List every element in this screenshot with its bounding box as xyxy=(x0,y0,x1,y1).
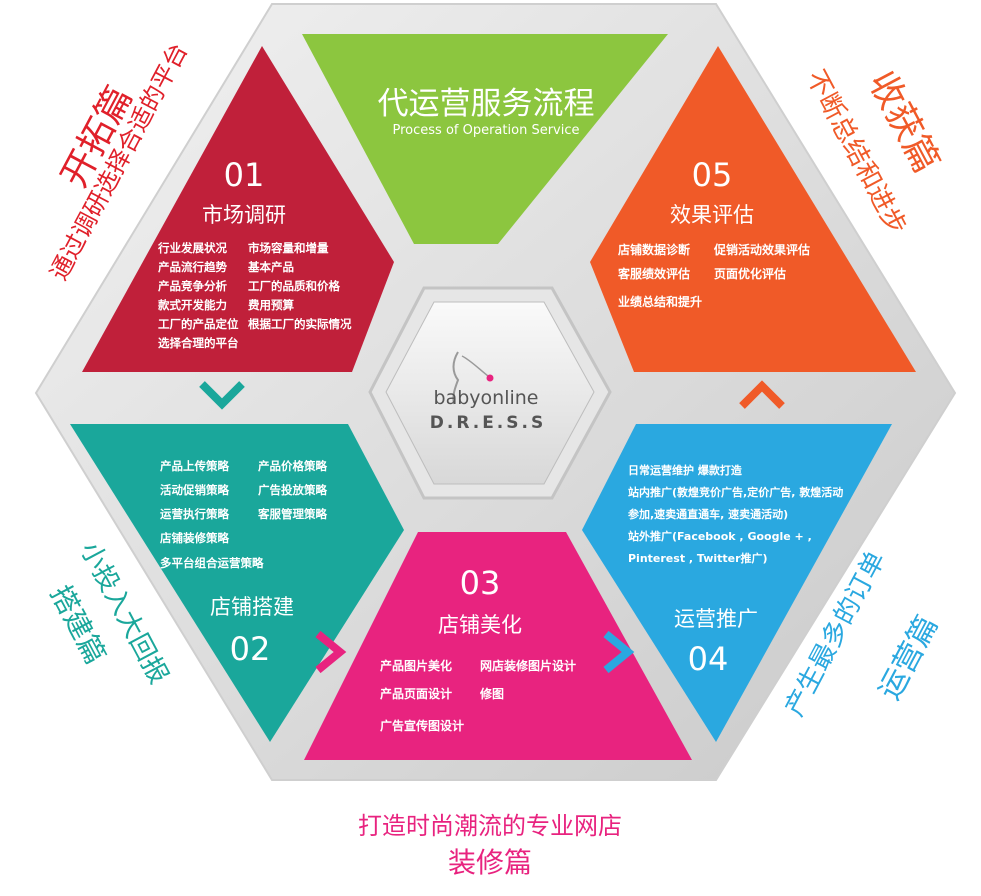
list-item: 工厂的产品定位 xyxy=(158,317,239,331)
section-02-title: 店铺搭建 xyxy=(210,595,294,619)
list-item: 日常运营维护 爆款打造 xyxy=(628,463,743,477)
list-item: 款式开发能力 xyxy=(158,298,227,312)
list-item: 广告宣传图设计 xyxy=(380,718,464,733)
section-02-number: 02 xyxy=(230,630,271,668)
title-cn: 代运营服务流程 xyxy=(378,86,595,122)
section-02-list: 产品上传策略 产品价格策略 活动促销策略 广告投放策略 运营执行策略 客服管理策… xyxy=(160,459,327,570)
list-item: 工厂的品质和价格 xyxy=(248,279,340,293)
list-item: 促销活动效果评估 xyxy=(713,242,810,257)
dress-logo-figure xyxy=(452,351,494,405)
list-item: 活动促销策略 xyxy=(160,483,229,497)
section-01-list-right: 市场容量和增量 基本产品 工厂的品质和价格 费用预算 根据工厂的实际情况 xyxy=(247,241,352,331)
list-item: 多平台组合运营策略 xyxy=(160,556,264,570)
list-item: 店铺数据诊断 xyxy=(618,242,690,257)
list-item: 广告投放策略 xyxy=(258,483,327,497)
list-item: 产品价格策略 xyxy=(258,459,327,473)
list-item: 费用预算 xyxy=(248,298,294,312)
brand-bottom-text: D.R.E.S.S xyxy=(430,413,546,433)
list-item: 市场容量和增量 xyxy=(248,241,329,255)
side-label-04-title: 运营篇 xyxy=(872,610,945,706)
segment-05-shape xyxy=(590,46,916,372)
list-item: 选择合理的平台 xyxy=(158,336,239,350)
list-item: 产品流行趋势 xyxy=(158,260,227,274)
section-03-title: 店铺美化 xyxy=(438,613,522,637)
list-item: 修图 xyxy=(479,686,504,701)
section-03-list: 产品图片美化 网店装修图片设计 产品页面设计 修图 广告宣传图设计 xyxy=(380,658,576,733)
list-item: 客服管理策略 xyxy=(257,507,327,521)
list-item: 根据工厂的实际情况 xyxy=(248,317,352,331)
chevron-down-icon xyxy=(199,381,245,410)
side-label-03-sub: 打造时尚潮流的专业网店 xyxy=(358,812,622,840)
chevron-right-icon xyxy=(603,630,635,674)
section-03-number: 03 xyxy=(460,564,501,602)
section-01-title: 市场调研 xyxy=(202,203,286,227)
list-item: 客服绩效评估 xyxy=(617,266,690,281)
segment-02-shape xyxy=(70,424,404,742)
list-item: 行业发展状况 xyxy=(157,241,227,255)
section-01-number: 01 xyxy=(224,156,265,194)
chevron-up-icon xyxy=(739,380,785,409)
section-05-title: 效果评估 xyxy=(670,203,754,227)
section-05-list: 店铺数据诊断 促销活动效果评估 客服绩效评估 页面优化评估 业绩总结和提升 xyxy=(617,242,810,309)
list-item: 产品页面设计 xyxy=(380,686,452,701)
list-item: 站外推广(Facebook , Google + , xyxy=(628,529,812,543)
list-item: 产品上传策略 xyxy=(160,459,229,473)
list-item: 站内推广(敦煌竞价广告,定价广告, 敦煌活动 xyxy=(628,485,843,499)
list-item: 店铺装修策略 xyxy=(160,531,229,545)
title-segment xyxy=(302,34,668,244)
section-05-number: 05 xyxy=(692,156,733,194)
list-item: 产品竞争分析 xyxy=(158,279,227,293)
list-item: 网店装修图片设计 xyxy=(480,658,576,673)
list-item: 页面优化评估 xyxy=(714,266,786,281)
brand-top-text: babyonline xyxy=(434,387,539,409)
list-item: 运营执行策略 xyxy=(160,507,229,521)
segment-03-shape xyxy=(304,532,692,760)
list-item: 参加,速卖通直通车, 速卖通活动) xyxy=(628,507,788,521)
section-01-list-left: 行业发展状况 产品流行趋势 产品竞争分析 款式开发能力 工厂的产品定位 选择合理… xyxy=(157,241,239,350)
list-item: 产品图片美化 xyxy=(380,658,452,673)
section-04-list: 日常运营维护 爆款打造 站内推广(敦煌竞价广告,定价广告, 敦煌活动 参加,速卖… xyxy=(628,463,843,565)
side-label-03-title: 装修篇 xyxy=(448,846,532,879)
center-hexagon-inner xyxy=(385,301,595,485)
segment-04-shape xyxy=(582,424,892,742)
chevron-right-icon xyxy=(315,630,347,674)
list-item: 业绩总结和提升 xyxy=(618,294,702,309)
title-en: Process of Operation Service xyxy=(393,123,580,138)
section-04-number: 04 xyxy=(688,640,729,678)
segment-01-shape xyxy=(82,46,394,372)
list-item: 基本产品 xyxy=(247,260,294,274)
section-04-title: 运营推广 xyxy=(674,607,758,631)
list-item: Pinterest , Twitter推广) xyxy=(628,551,768,565)
